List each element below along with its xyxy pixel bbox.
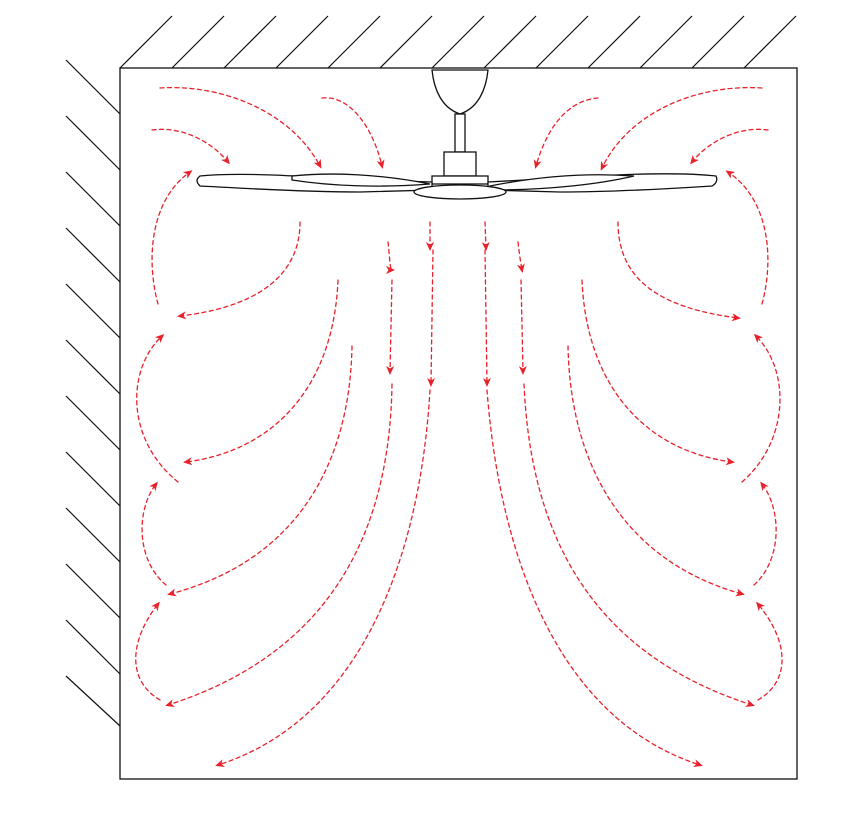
- airflow-arrow: [518, 279, 527, 375]
- wall-hatch: [65, 59, 121, 727]
- airflow-arrow: [177, 221, 301, 320]
- airflow-arrow: [167, 345, 353, 597]
- airflow-arrow: [741, 333, 781, 483]
- airflow-arrow: [523, 383, 755, 707]
- airflow-arrow: [427, 249, 436, 387]
- ceiling-hatch: [119, 15, 797, 69]
- airflow-arrow: [567, 345, 745, 597]
- airflow-arrow: [385, 241, 395, 274]
- airflow-arrow: [581, 279, 735, 466]
- airflow-arrow: [151, 170, 193, 305]
- airflow-arrow: [151, 128, 230, 165]
- airflow-arrow: [215, 389, 431, 767]
- airflow-arrow: [725, 170, 769, 305]
- airflow-arrow: [135, 601, 161, 701]
- airflow-arrow: [486, 389, 703, 767]
- airflow-arrow: [165, 383, 393, 707]
- room-outline: [119, 67, 798, 780]
- airflow-arrow: [141, 481, 167, 586]
- airflow-arrow: [600, 86, 763, 171]
- airflow-arrow: [321, 97, 385, 169]
- airflow-arrow: [159, 86, 322, 169]
- airflow-arrows: [135, 86, 783, 767]
- airflow-arrow: [533, 97, 599, 169]
- airflow-arrow: [183, 279, 339, 466]
- airflow-arrow: [136, 333, 179, 483]
- airflow-arrow: [753, 481, 777, 586]
- airflow-arrow: [482, 249, 491, 387]
- airflow-arrow: [690, 128, 769, 165]
- airflow-arrow: [481, 221, 490, 251]
- airflow-arrow: [617, 221, 741, 322]
- airflow-arrow: [386, 279, 395, 375]
- airflow-arrow: [756, 601, 783, 701]
- airflow-arrow: [516, 241, 525, 273]
- ceiling-fan-icon: [196, 69, 718, 200]
